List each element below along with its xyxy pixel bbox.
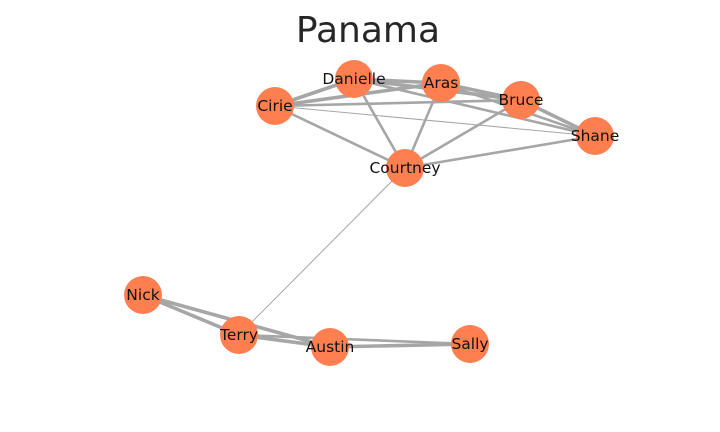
- edge-cirie-shane: [274, 105, 596, 137]
- node-shane: [576, 117, 614, 155]
- edge-courtney-terry: [238, 167, 406, 336]
- node-label-bruce: Bruce: [499, 91, 544, 109]
- node-label-austin: Austin: [306, 338, 355, 356]
- edge-layer: [141, 77, 597, 349]
- node-aras: [422, 64, 460, 102]
- edge-cirie-bruce: [273, 98, 523, 108]
- node-label-courtney: Courtney: [369, 159, 440, 177]
- edge-cirie-courtney: [273, 104, 407, 170]
- node-label-cirie: Cirie: [257, 97, 292, 115]
- node-danielle: [335, 60, 373, 98]
- node-bruce: [502, 81, 540, 119]
- node-label-shane: Shane: [571, 127, 620, 145]
- node-layer: [124, 60, 614, 366]
- edge-shane-courtney: [403, 134, 597, 170]
- graph-title: Panama: [295, 10, 441, 51]
- node-nick: [124, 276, 162, 314]
- edge-austin-sally: [328, 342, 472, 349]
- node-label-nick: Nick: [126, 286, 159, 304]
- node-label-danielle: Danielle: [322, 70, 385, 88]
- node-austin: [311, 328, 349, 366]
- node-label-aras: Aras: [424, 74, 459, 92]
- node-courtney: [386, 149, 424, 187]
- edge-terry-sally: [237, 333, 472, 346]
- node-label-sally: Sally: [451, 335, 488, 353]
- edge-bruce-courtney: [403, 98, 523, 170]
- node-cirie: [256, 87, 294, 125]
- node-sally: [451, 325, 489, 363]
- node-terry: [220, 316, 258, 354]
- node-label-terry: Terry: [219, 326, 258, 344]
